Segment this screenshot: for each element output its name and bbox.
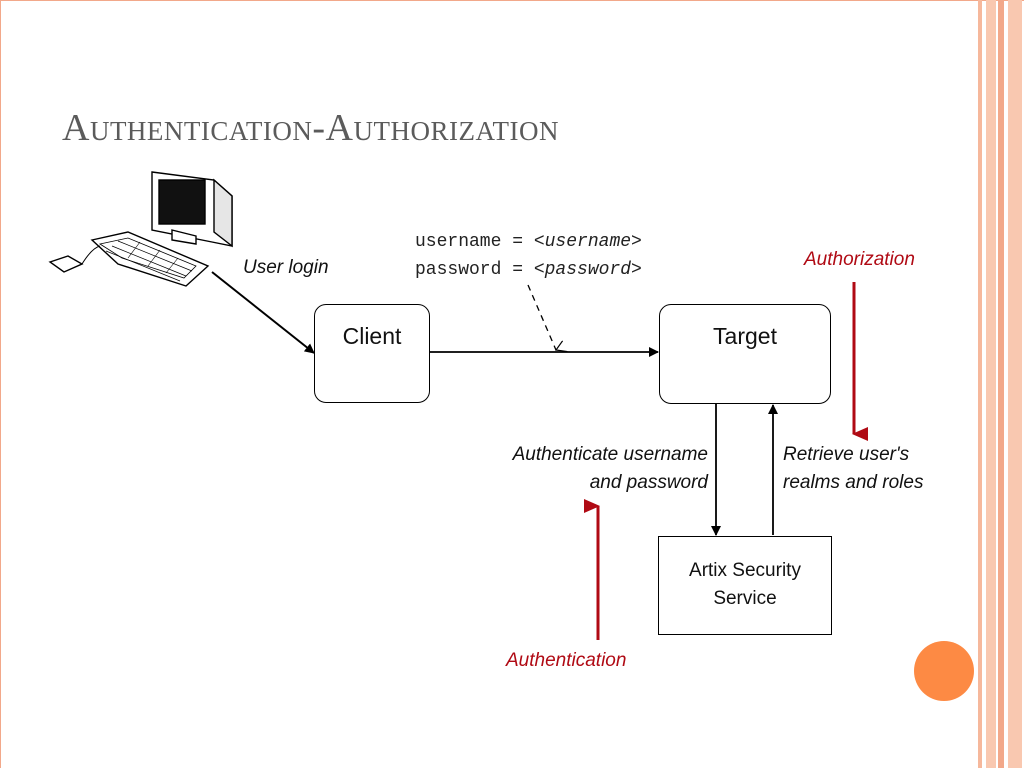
authenticate-label: Authenticate username and password [513, 441, 708, 497]
client-node: Client [314, 304, 430, 403]
password-key: password = [415, 260, 534, 280]
target-node: Target [659, 304, 831, 404]
credentials-text: username = <username> password = <passwo… [415, 228, 642, 284]
security-service-node: Artix Security Service [658, 536, 832, 635]
authenticate-line1: Authenticate username [512, 444, 708, 465]
security-service-line2: Service [713, 588, 777, 609]
target-label: Target [713, 323, 777, 349]
slide-border-top [0, 0, 1024, 8]
slide-border-left [0, 0, 8, 768]
username-key: username = [415, 232, 534, 252]
credentials-pointer [527, 284, 556, 350]
authenticate-line2: and password [589, 472, 708, 493]
authentication-label: Authentication [506, 650, 627, 671]
stripe [998, 0, 1004, 768]
stripe [1008, 0, 1022, 768]
computer-icon [48, 171, 233, 287]
retrieve-label: Retrieve user's realms and roles [783, 441, 923, 497]
authorization-label: Authorization [804, 249, 915, 270]
right-stripes [978, 0, 1024, 768]
stripe [978, 0, 982, 768]
retrieve-line2: realms and roles [783, 472, 924, 493]
username-value: <username> [533, 232, 642, 252]
client-label: Client [342, 323, 402, 349]
user-login-label: User login [243, 257, 329, 278]
accent-circle [914, 641, 974, 701]
password-value: <password> [533, 260, 642, 280]
slide-title: Authentication-Authorization [62, 107, 559, 149]
user-login-arrow [211, 271, 315, 354]
security-service-line1: Artix Security [689, 560, 801, 581]
retrieve-line1: Retrieve user's [783, 444, 910, 465]
stripe [986, 0, 996, 768]
